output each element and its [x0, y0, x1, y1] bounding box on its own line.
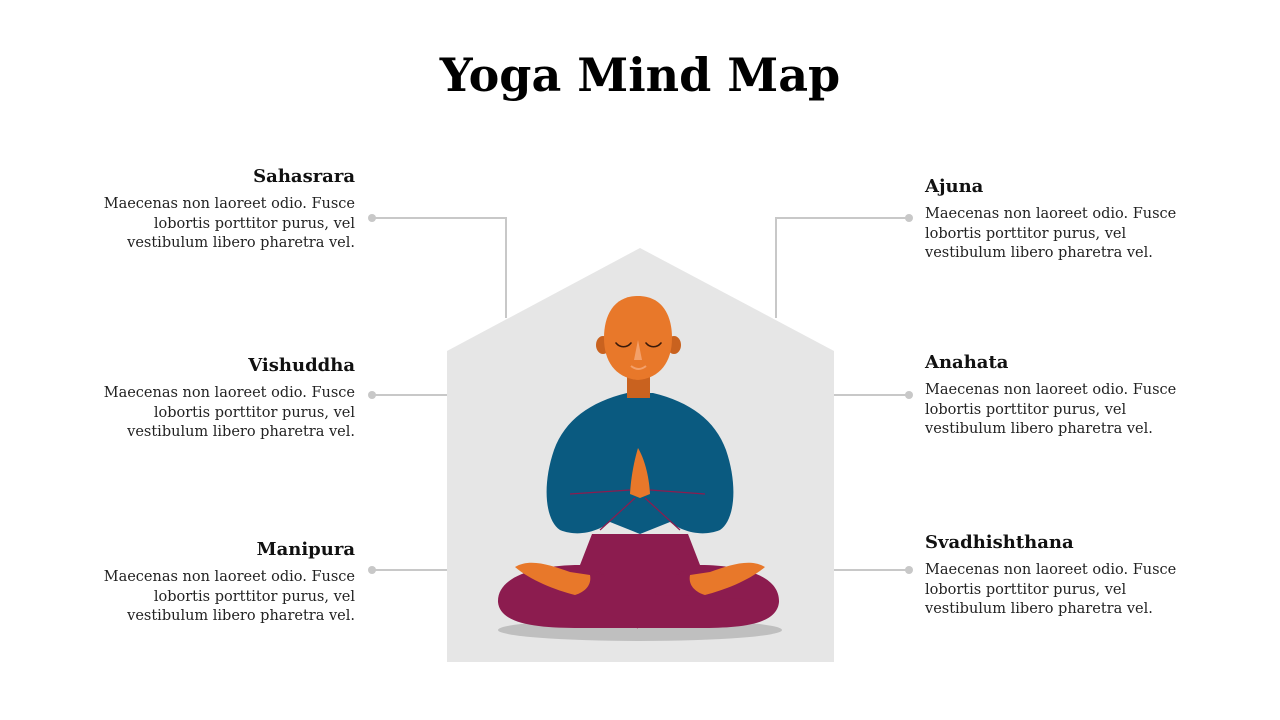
- chakra-description: Maecenas non laoreet odio. Fusce loborti…: [103, 385, 355, 440]
- figure-left-foot: [515, 562, 591, 595]
- connector-ajuna: [775, 217, 909, 318]
- chakra-title: Svadhishthana: [925, 532, 1074, 553]
- figure-mouth: [630, 365, 647, 370]
- connector-dot-vishuddha: [368, 391, 376, 399]
- chakra-title: Manipura: [256, 539, 355, 560]
- connector-dot-anahata: [905, 391, 913, 399]
- chakra-svadhishthana: Svadhishthana Maecenas non laoreet odio.…: [925, 532, 1185, 620]
- chakra-description: Maecenas non laoreet odio. Fusce loborti…: [925, 206, 1177, 261]
- chakra-title: Sahasrara: [253, 166, 355, 187]
- chakra-description: Maecenas non laoreet odio. Fusce loborti…: [103, 569, 355, 624]
- chakra-title: Ajuna: [925, 176, 984, 197]
- chakra-title: Vishuddha: [248, 355, 355, 376]
- chakra-vishuddha: Vishuddha Maecenas non laoreet odio. Fus…: [95, 355, 355, 443]
- connector-sahasrara: [372, 217, 507, 318]
- chakra-description: Maecenas non laoreet odio. Fusce loborti…: [103, 196, 355, 251]
- chakra-description: Maecenas non laoreet odio. Fusce loborti…: [925, 562, 1177, 617]
- figure-right-eye: [645, 342, 662, 348]
- connector-dot-sahasrara: [368, 214, 376, 222]
- figure-head: [604, 296, 672, 380]
- chakra-anahata: Anahata Maecenas non laoreet odio. Fusce…: [925, 352, 1185, 440]
- page-title: Yoga Mind Map: [439, 48, 841, 102]
- figure-legs: [497, 534, 780, 628]
- figure-left-eye: [615, 342, 632, 348]
- connectors-left: [372, 217, 507, 571]
- chakra-title: Anahata: [925, 352, 1009, 373]
- connector-dot-manipura: [368, 566, 376, 574]
- figure-praying-hands: [630, 448, 650, 498]
- connector-dot-ajuna: [905, 214, 913, 222]
- chakra-manipura: Manipura Maecenas non laoreet odio. Fusc…: [95, 539, 355, 627]
- connectors-right: [775, 217, 909, 571]
- chakra-ajuna: Ajuna Maecenas non laoreet odio. Fusce l…: [925, 176, 1185, 264]
- connector-dot-svadhishthana: [905, 566, 913, 574]
- chakra-description: Maecenas non laoreet odio. Fusce loborti…: [925, 382, 1177, 437]
- figure-nose: [634, 340, 642, 360]
- figure-right-foot: [689, 562, 765, 595]
- meditating-person-illustration: [497, 296, 782, 641]
- chakra-sahasrara: Sahasrara Maecenas non laoreet odio. Fus…: [95, 166, 355, 254]
